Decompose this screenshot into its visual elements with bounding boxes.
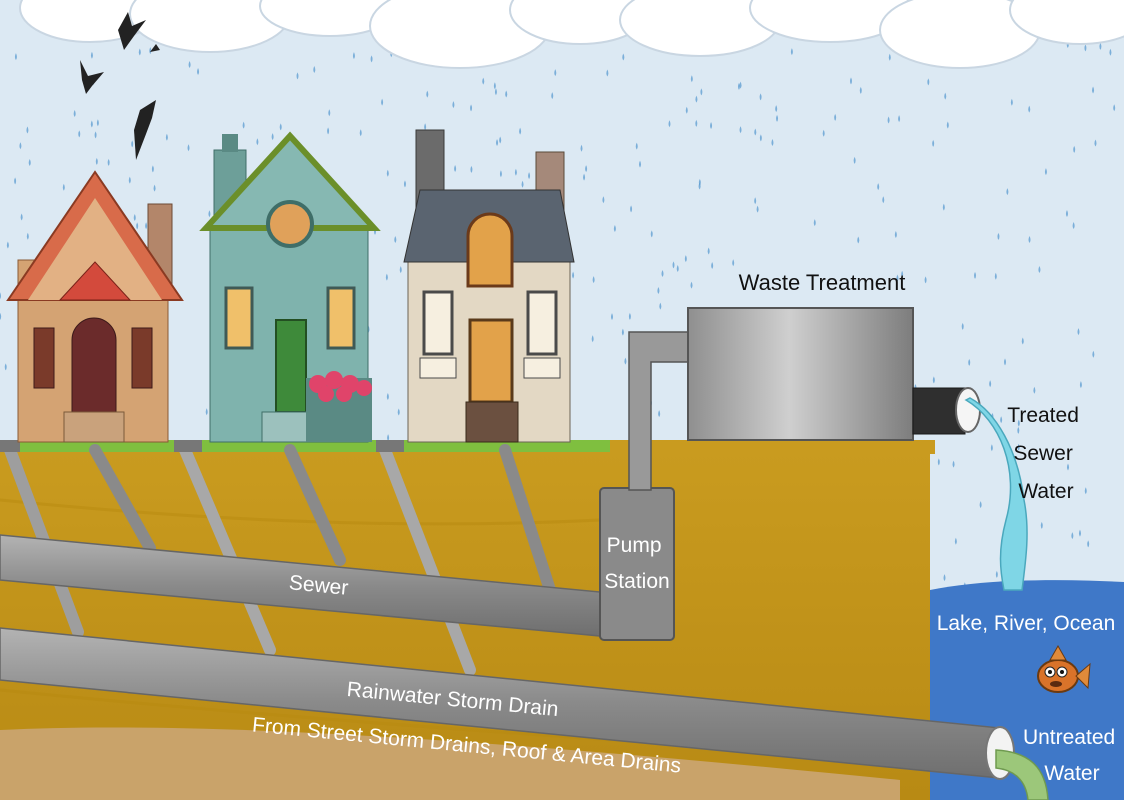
pump-station: [600, 488, 674, 640]
waste-treatment-tank: [688, 308, 913, 440]
waste-treatment-label: Waste Treatment: [739, 270, 906, 295]
lake-river-ocean-label: Lake, River, Ocean: [937, 612, 1116, 635]
treated-water-label: Treated Sewer Water: [1007, 404, 1084, 503]
